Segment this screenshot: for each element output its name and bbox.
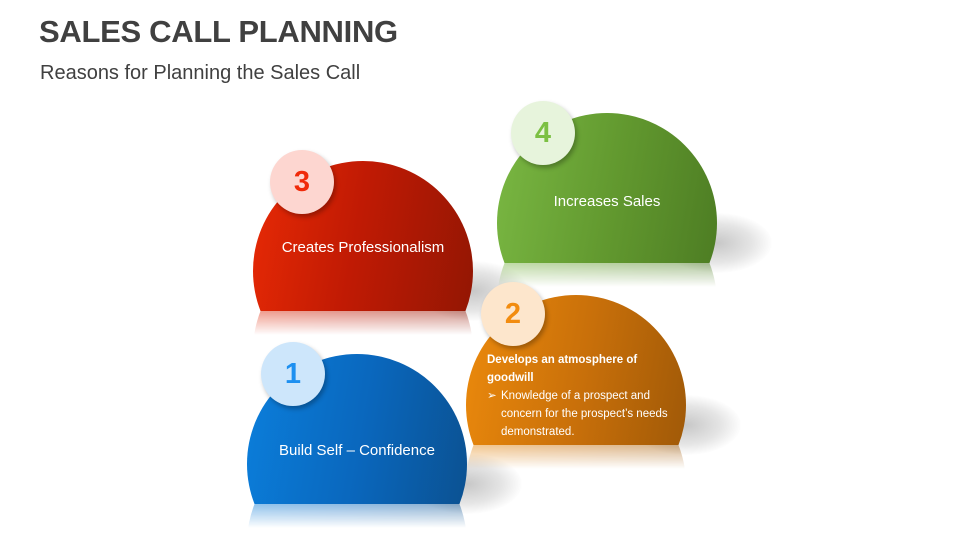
reason-detail: Develops an atmosphere of goodwill ➢ Kno… bbox=[487, 351, 677, 441]
number-badge-1: 1 bbox=[261, 342, 325, 406]
reason-card-2: Develops an atmosphere of goodwill ➢ Kno… bbox=[466, 295, 741, 470]
bullet-text: Knowledge of a prospect and concern for … bbox=[501, 390, 668, 438]
reason-card-4: Increases Sales bbox=[497, 113, 772, 288]
reason-label: Creates Professionalism bbox=[281, 239, 445, 256]
bullet-item: ➢ Knowledge of a prospect and concern fo… bbox=[487, 387, 677, 441]
page-subtitle: Reasons for Planning the Sales Call bbox=[40, 62, 361, 84]
card-reflection bbox=[247, 504, 467, 528]
number-badge-3: 3 bbox=[270, 150, 334, 214]
arrow-bullet-icon: ➢ bbox=[487, 390, 497, 402]
number-badge-2: 2 bbox=[481, 282, 545, 346]
card-reflection bbox=[253, 311, 473, 335]
reason-label: Develops an atmosphere of goodwill bbox=[487, 354, 638, 384]
reason-label: Increases Sales bbox=[553, 193, 661, 210]
page-title: SALES CALL PLANNING bbox=[39, 14, 398, 49]
reason-label: Build Self – Confidence bbox=[279, 442, 435, 459]
card-reflection bbox=[497, 263, 717, 287]
number-badge-4: 4 bbox=[511, 101, 575, 165]
